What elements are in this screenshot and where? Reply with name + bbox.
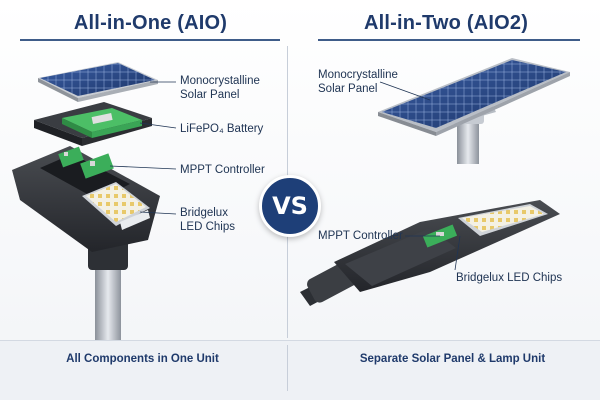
aio-title: All-in-One (AIO) — [73, 12, 228, 34]
aio2-title: All-in-Two (AIO2) — [363, 12, 529, 34]
aio2-solar-panel — [378, 58, 570, 136]
aio2-panel-pole — [457, 118, 479, 164]
aio-solar-panel — [38, 62, 158, 102]
aio2-chips-label: Bridgelux LED Chips — [456, 272, 563, 284]
footer-divider — [287, 345, 288, 391]
aio-leader-lines — [109, 81, 431, 215]
aio-title-underline — [20, 39, 280, 41]
aio-chips-label: Bridgelux LED Chips — [180, 207, 235, 233]
aio-battery-label: LiFePO₄ Battery — [180, 123, 264, 135]
aio2-footer-caption: Separate Solar Panel & Lamp Unit — [359, 353, 546, 365]
footer-bar — [0, 340, 600, 400]
aio-solar-panel-label: Monocrystalline Solar Panel — [180, 75, 260, 101]
aio2-lamp-illustration — [300, 200, 560, 306]
aio2-solar-panel-label: Monocrystalline Solar Panel — [318, 69, 398, 95]
aio2-title-underline — [318, 39, 580, 41]
aio2-panel-illustration — [378, 58, 570, 164]
aio-controller-label: MPPT Controller — [180, 164, 265, 176]
vs-badge: VS — [259, 175, 321, 237]
aio-illustration — [12, 62, 160, 342]
aio-battery — [62, 108, 142, 138]
aio-pole — [95, 262, 121, 342]
aio-mppt-board — [58, 146, 84, 168]
aio-lamp-housing — [12, 146, 160, 252]
aio2-controller-label: MPPT Controller — [318, 230, 403, 242]
aio-footer-caption: All Components in One Unit — [66, 353, 219, 365]
